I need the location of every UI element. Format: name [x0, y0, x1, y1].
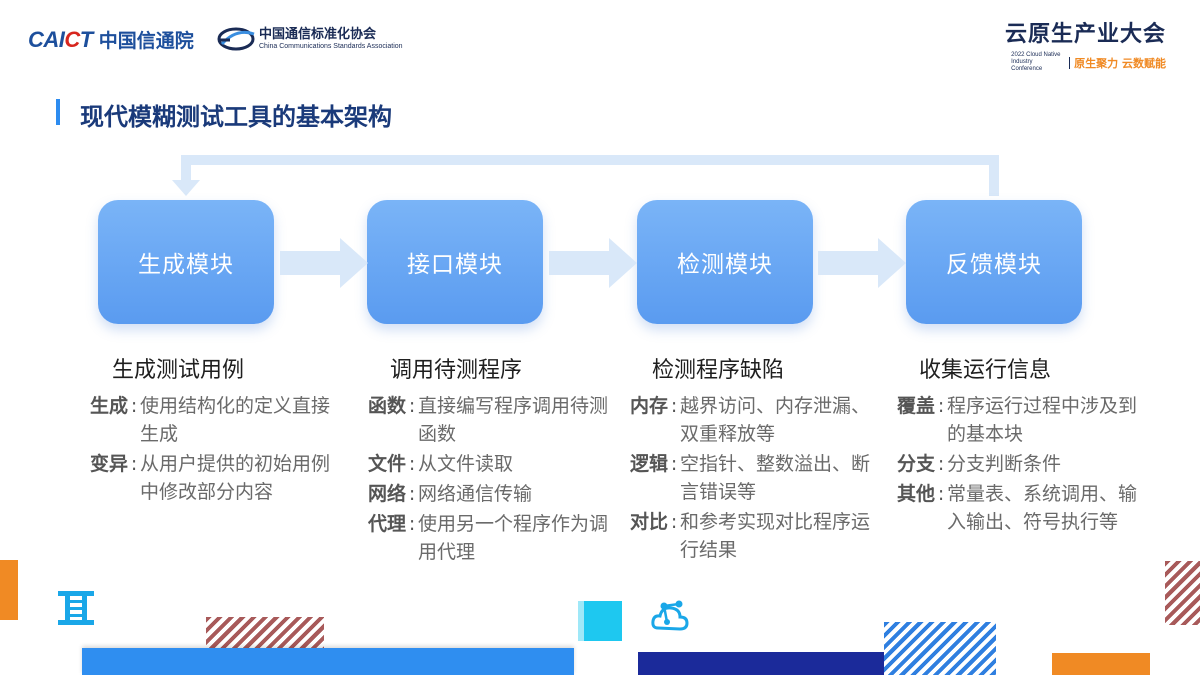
description: 直接编写程序调用待测函数	[418, 395, 609, 445]
column-heading: 生成测试用例	[112, 358, 245, 383]
colon: :	[937, 483, 945, 505]
list-item: 变异 : 从用户提供的初始用例中修改部分内容	[90, 450, 340, 506]
column-heading: 收集运行信息	[919, 358, 1052, 383]
decor-stripes-red-right	[1165, 561, 1200, 625]
term: 覆盖	[897, 395, 936, 417]
list-item: 分支 : 分支判断条件	[897, 450, 1147, 478]
list-item: 代理 : 使用另一个程序作为调用代理	[368, 510, 618, 566]
ibeam-icon	[58, 591, 94, 625]
decor-square-cyan	[578, 601, 622, 641]
colon: :	[408, 395, 416, 417]
colon: :	[408, 453, 416, 475]
flow-arrow-right	[818, 238, 906, 288]
colon: :	[130, 453, 138, 475]
term: 内存	[630, 395, 669, 417]
decor-stripes-blue	[884, 622, 996, 675]
term: 对比	[630, 511, 669, 533]
ccsa-logo: 中国通信标准化协会 China Communications Standards…	[216, 24, 403, 54]
list-item: 网络 : 网络通信传输	[368, 480, 618, 508]
list-item: 逻辑 : 空指针、整数溢出、断言错误等	[630, 450, 880, 506]
decor-bar-navy	[638, 652, 932, 675]
page-title: 现代模糊测试工具的基本架构	[80, 103, 392, 131]
colon: :	[670, 453, 678, 475]
module-label: 检测模块	[677, 252, 773, 278]
conference-slogan: 原生聚力 云数赋能	[1074, 56, 1166, 70]
term: 网络	[368, 483, 407, 505]
decor-stripes-red	[206, 617, 324, 649]
term: 分支	[897, 453, 936, 475]
term: 文件	[368, 453, 407, 475]
description: 使用另一个程序作为调用代理	[418, 513, 609, 563]
list-item: 其他 : 常量表、系统调用、输入输出、符号执行等	[897, 480, 1147, 536]
term: 变异	[90, 453, 129, 475]
decor-bar-orange	[1052, 653, 1150, 675]
colon: :	[130, 395, 138, 417]
colon: :	[670, 511, 678, 533]
description: 空指针、整数溢出、断言错误等	[680, 453, 871, 503]
term: 代理	[368, 513, 407, 535]
conference-logo: 云原生产业大会 2022 Cloud Native Industry Confe…	[1005, 22, 1166, 73]
ccsa-english-name: China Communications Standards Associati…	[259, 42, 403, 50]
description: 使用结构化的定义直接生成	[140, 395, 331, 445]
colon: :	[408, 483, 416, 505]
column-detect: 检测程序缺陷 内存 : 越界访问、内存泄漏、双重释放等 逻辑 : 空指针、整数溢…	[630, 356, 880, 566]
list-item: 生成 : 使用结构化的定义直接生成	[90, 392, 340, 448]
colon: :	[670, 395, 678, 417]
decor-bar-blue	[82, 648, 574, 675]
column-heading: 调用待测程序	[390, 358, 523, 383]
colon: :	[408, 513, 416, 535]
conference-divider	[1069, 56, 1071, 69]
column-interface: 调用待测程序 函数 : 直接编写程序调用待测函数 文件 : 从文件读取 网络 :…	[368, 356, 618, 568]
title-accent-bar	[56, 99, 60, 125]
description: 和参考实现对比程序运行结果	[680, 511, 871, 561]
description: 从文件读取	[418, 453, 514, 475]
caict-name: 中国信通院	[98, 30, 194, 52]
ccsa-name: 中国通信标准化协会	[259, 26, 377, 42]
description: 分支判断条件	[947, 453, 1062, 475]
module-feedback: 反馈模块	[906, 200, 1082, 324]
column-heading: 检测程序缺陷	[652, 358, 785, 383]
term: 生成	[90, 395, 129, 417]
flow-arrow-right	[549, 238, 637, 288]
description: 常量表、系统调用、输入输出、符号执行等	[947, 483, 1138, 533]
description: 网络通信传输	[418, 483, 533, 505]
description: 程序运行过程中涉及到的基本块	[947, 395, 1138, 445]
term: 逻辑	[630, 453, 669, 475]
flow-arrow-right	[280, 238, 368, 288]
module-interface: 接口模块	[367, 200, 543, 324]
list-item: 内存 : 越界访问、内存泄漏、双重释放等	[630, 392, 880, 448]
module-detect: 检测模块	[637, 200, 813, 324]
list-item: 对比 : 和参考实现对比程序运行结果	[630, 508, 880, 564]
description: 越界访问、内存泄漏、双重释放等	[680, 395, 871, 445]
list-item: 覆盖 : 程序运行过程中涉及到的基本块	[897, 392, 1147, 448]
module-label: 生成模块	[138, 252, 234, 278]
list-item: 文件 : 从文件读取	[368, 450, 618, 478]
module-generate: 生成模块	[98, 200, 274, 324]
module-label: 接口模块	[407, 252, 503, 278]
decor-orange-edge	[0, 560, 18, 620]
caict-wordmark: CAICT	[28, 26, 93, 52]
colon: :	[937, 395, 945, 417]
term: 其他	[897, 483, 936, 505]
module-label: 反馈模块	[946, 252, 1042, 278]
ccsa-swoosh-icon	[217, 27, 255, 51]
list-item: 函数 : 直接编写程序调用待测函数	[368, 392, 618, 448]
column-feedback: 收集运行信息 覆盖 : 程序运行过程中涉及到的基本块 分支 : 分支判断条件 其…	[897, 356, 1147, 538]
conference-title: 云原生产业大会	[1004, 22, 1166, 47]
description: 从用户提供的初始用例中修改部分内容	[140, 453, 331, 503]
term: 函数	[368, 395, 407, 417]
cloud-network-icon	[651, 600, 689, 631]
colon: :	[937, 453, 945, 475]
column-generate: 生成测试用例 生成 : 使用结构化的定义直接生成 变异 : 从用户提供的初始用例…	[90, 356, 340, 508]
conference-english: 2022 Cloud Native Industry Conference	[1011, 52, 1061, 72]
caict-logo: CAICT 中国信通院	[28, 26, 194, 53]
